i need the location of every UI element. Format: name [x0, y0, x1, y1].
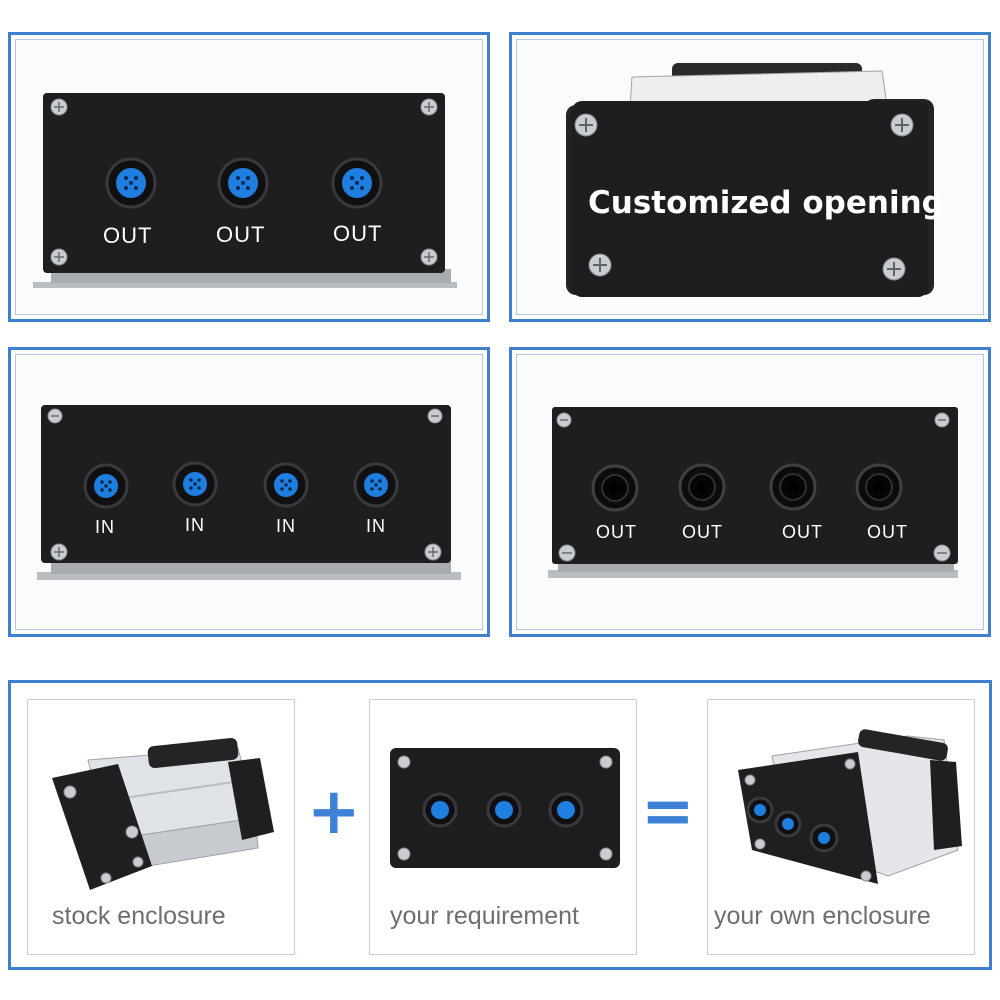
port-label-in-2: IN: [185, 515, 205, 535]
connector-out-1: [105, 157, 157, 209]
port-label-out-1: OUT: [103, 223, 153, 248]
cable-gland-3: [769, 463, 817, 511]
connector-out-2: [217, 157, 269, 209]
enclosure-face-three-out: [33, 93, 457, 288]
panel-top-left: OUT OUT OUT: [8, 32, 490, 322]
port-label-in-3: IN: [276, 516, 296, 536]
requirement-faceplate-image: [390, 748, 620, 868]
cable-gland-4: [855, 463, 903, 511]
port-label-out-a: OUT: [596, 522, 637, 542]
caption-your-own-enclosure: your own enclosure: [714, 902, 931, 930]
enclosure-face-four-in: [37, 405, 461, 580]
connector-in-1: [83, 463, 129, 509]
card-your-own-enclosure: your own enclosure: [707, 699, 975, 955]
port-label-out-b: OUT: [682, 522, 723, 542]
port-label-out-c: OUT: [782, 522, 823, 542]
panel-mid-left: IN IN IN IN: [8, 347, 490, 637]
connector-in-4: [353, 462, 399, 508]
caption-your-requirement: your requirement: [390, 902, 579, 930]
plus-sign: +: [307, 775, 361, 849]
port-label-in-4: IN: [366, 516, 386, 536]
panel-mid-right: OUT OUT OUT OUT: [509, 347, 991, 637]
panel-top-right: Customized opening: [509, 32, 991, 322]
equals-sign: =: [641, 775, 695, 849]
port-label-out-2: OUT: [216, 222, 266, 247]
card-stock-enclosure: stock enclosure: [27, 699, 295, 955]
cable-gland-2: [678, 463, 726, 511]
customized-opening-text: Customized opening: [588, 185, 944, 221]
connector-in-3: [263, 462, 309, 508]
panel-bottom-equation: stock enclosure + your requirement = you…: [8, 680, 992, 970]
stock-enclosure-image: [52, 737, 274, 890]
enclosure-face-four-glands: [548, 407, 958, 578]
cable-gland-1: [591, 464, 639, 512]
port-label-in-1: IN: [95, 517, 115, 537]
card-your-requirement: your requirement: [369, 699, 637, 955]
connector-out-3: [331, 157, 383, 209]
connector-in-2: [172, 461, 218, 507]
port-label-out-3: OUT: [333, 221, 383, 246]
enclosure-face-customized: [566, 63, 934, 297]
own-enclosure-image: [738, 729, 962, 884]
caption-stock-enclosure: stock enclosure: [52, 902, 226, 930]
port-label-out-d: OUT: [867, 522, 908, 542]
